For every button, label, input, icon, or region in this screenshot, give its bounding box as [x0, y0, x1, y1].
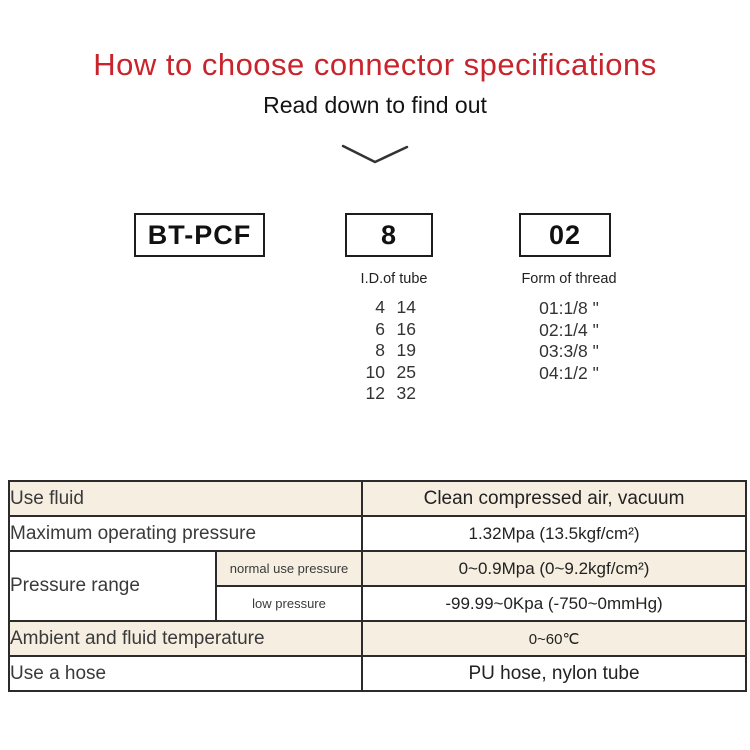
tube-column-heading: I.D.of tube	[360, 271, 428, 287]
tube-size-value: 8	[375, 340, 385, 360]
model-prefix-box: BT-PCF	[134, 213, 265, 257]
thread-option: 04:1/2 "	[539, 362, 599, 383]
tube-size-row: 12 32	[355, 383, 416, 405]
tube-size-value: 14	[396, 297, 416, 317]
spec-label-max-pressure: Maximum operating pressure	[7, 515, 364, 552]
tube-size-value: 4	[375, 297, 385, 317]
tube-size-value: 19	[396, 340, 416, 360]
table-row: Ambient and fluid temperature 0~60℃	[7, 620, 748, 657]
model-prefix-label: BT-PCF	[147, 219, 252, 250]
page-title: How to choose connector specifications	[93, 47, 657, 82]
tube-size-label: 8	[380, 219, 398, 250]
tube-size-list: 4 14 6 16 8 19 10 25 12 32	[355, 297, 416, 405]
spec-value-use-fluid: Clean compressed air, vacuum	[361, 480, 748, 517]
spec-value-low-pressure: -99.99~0Kpa (-750~0mmHg)	[361, 585, 748, 622]
tube-size-value: 10	[365, 361, 385, 382]
tube-size-box: 8	[345, 213, 433, 257]
spec-label-temperature: Ambient and fluid temperature	[7, 620, 364, 657]
tube-size-row: 8 19	[355, 340, 416, 362]
tube-size-value: 16	[396, 318, 416, 339]
tube-size-row: 10 25	[355, 362, 416, 384]
page-subtitle: Read down to find out	[263, 92, 487, 118]
table-row: Maximum operating pressure 1.32Mpa (13.5…	[7, 515, 748, 552]
thread-code-box: 02	[519, 213, 611, 257]
spec-table: Use fluid Clean compressed air, vacuum M…	[7, 480, 748, 692]
thread-option: 01:1/8 "	[539, 298, 599, 318]
table-row: Use fluid Clean compressed air, vacuum	[7, 480, 748, 517]
spec-label-use-fluid: Use fluid	[7, 480, 364, 517]
spec-value-max-pressure: 1.32Mpa (13.5kgf/cm²)	[361, 515, 748, 552]
table-row: low pressure -99.99~0Kpa (-750~0mmHg)	[9, 585, 748, 622]
tube-size-row: 4 14	[355, 297, 416, 319]
tube-size-value: 25	[396, 361, 416, 382]
tube-size-value: 32	[396, 383, 416, 403]
table-row: Pressure range normal use pressure 0~0.9…	[8, 550, 748, 622]
spec-value-hose: PU hose, nylon tube	[361, 655, 748, 692]
thread-code-label: 02	[548, 219, 582, 250]
spec-label-pressure-range: Pressure range	[8, 550, 217, 622]
spec-value-temperature: 0~60℃	[361, 620, 748, 657]
thread-option: 02:1/4 "	[539, 319, 599, 340]
tube-size-value: 6	[375, 318, 385, 339]
tube-size-value: 12	[365, 383, 385, 403]
thread-option-list: 01:1/8 " 02:1/4 " 03:3/8 " 04:1/2 "	[504, 298, 634, 384]
spec-sublabel-low-pressure: low pressure	[214, 585, 364, 622]
table-row: Use a hose PU hose, nylon tube	[7, 655, 748, 692]
spec-sublabel-normal-pressure: normal use pressure	[214, 550, 364, 587]
tube-size-row: 6 16	[355, 319, 416, 341]
thread-column-heading: Form of thread	[521, 271, 617, 287]
thread-option: 03:3/8 "	[539, 341, 599, 362]
chevron-down-icon	[341, 144, 409, 164]
spec-label-hose: Use a hose	[7, 655, 364, 692]
spec-value-normal-pressure: 0~0.9Mpa (0~9.2kgf/cm²)	[361, 550, 748, 587]
